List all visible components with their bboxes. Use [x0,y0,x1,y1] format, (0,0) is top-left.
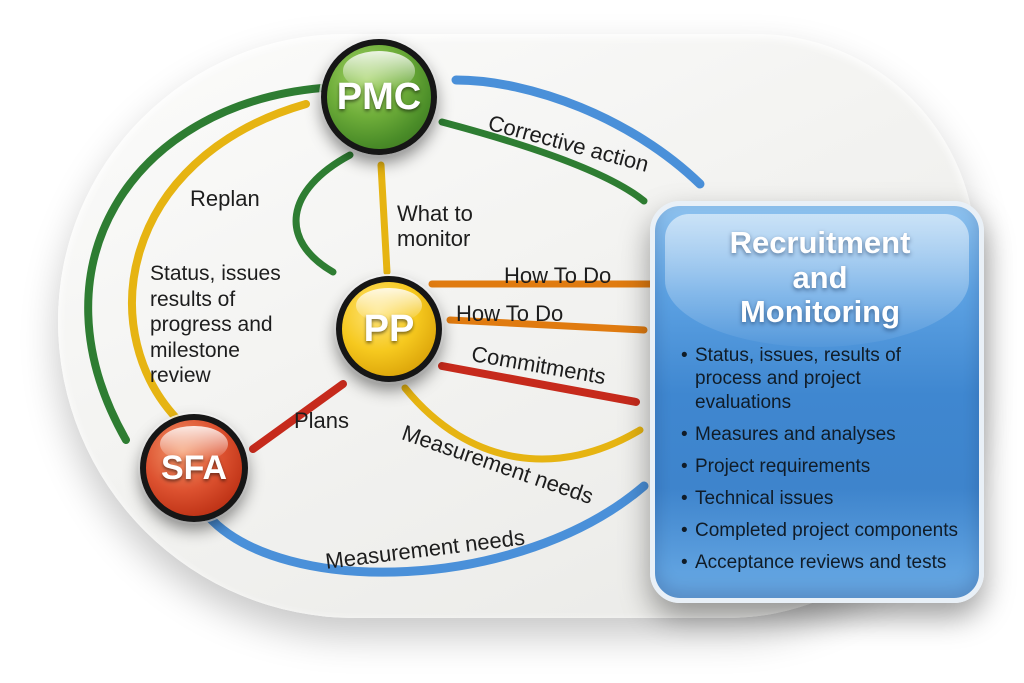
panel-bullet-text: Completed project components [695,520,958,542]
arrow-pmc-to-panel [438,118,648,205]
panel-bullet-text: Status, issues, results of process and p… [695,345,901,413]
panel-bullet-list: Status, issues, results of process and p… [679,344,961,575]
panel-bullet-text: Project requirements [695,455,871,477]
arrow-measurement-needs-2 [203,481,649,577]
panel-title-line-3: Monitoring [739,294,901,330]
panel-bullet: Status, issues, results of process and p… [679,344,961,414]
panel-bullet: Project requirements [679,455,961,478]
label-how-to-do-1: How To Do [504,263,612,288]
arrow-plans [249,380,347,453]
arrow-corrective-action [451,75,705,189]
node-sfa: SFA [140,414,248,522]
panel-title-line-2: and [792,259,848,295]
node-sfa-label: SFA [160,448,228,487]
panel-title: Recruitment and Monitoring [679,225,961,330]
panel-bullet: Completed project components [679,519,961,542]
node-pp: PP [336,276,442,382]
label-status-review: Status, issues results of progress and m… [150,262,281,388]
panel-title-line-1: Recruitment [729,225,911,260]
panel-bullet: Acceptance reviews and tests [679,551,961,574]
arrow-commitments [438,362,640,406]
panel-bullet-text: Technical issues [695,488,834,510]
label-what-to-monitor: What to monitor [397,201,473,252]
panel-bullet: Measures and analyses [679,423,961,446]
arrow-green-outer-loop [84,84,326,444]
label-how-to-do-2: How To Do [456,301,564,326]
node-pmc-label: PMC [336,75,422,118]
arrow-how-to-do-2 [446,316,648,334]
label-replan: Replan [190,186,260,211]
arrow-replan [292,151,354,276]
panel-bullet-text: Measures and analyses [695,423,896,445]
panel-bullet-text: Acceptance reviews and tests [695,552,947,574]
arrow-what-to-monitor [377,161,391,276]
recruitment-monitoring-panel: Recruitment and Monitoring Status, issue… [650,201,984,603]
arrow-measurement-needs-1 [401,384,644,463]
panel-bullet: Technical issues [679,487,961,510]
node-pp-label: PP [363,307,415,350]
label-plans: Plans [294,408,350,433]
node-pmc: PMC [321,39,437,155]
arrow-yellow-status-loop [128,100,310,428]
